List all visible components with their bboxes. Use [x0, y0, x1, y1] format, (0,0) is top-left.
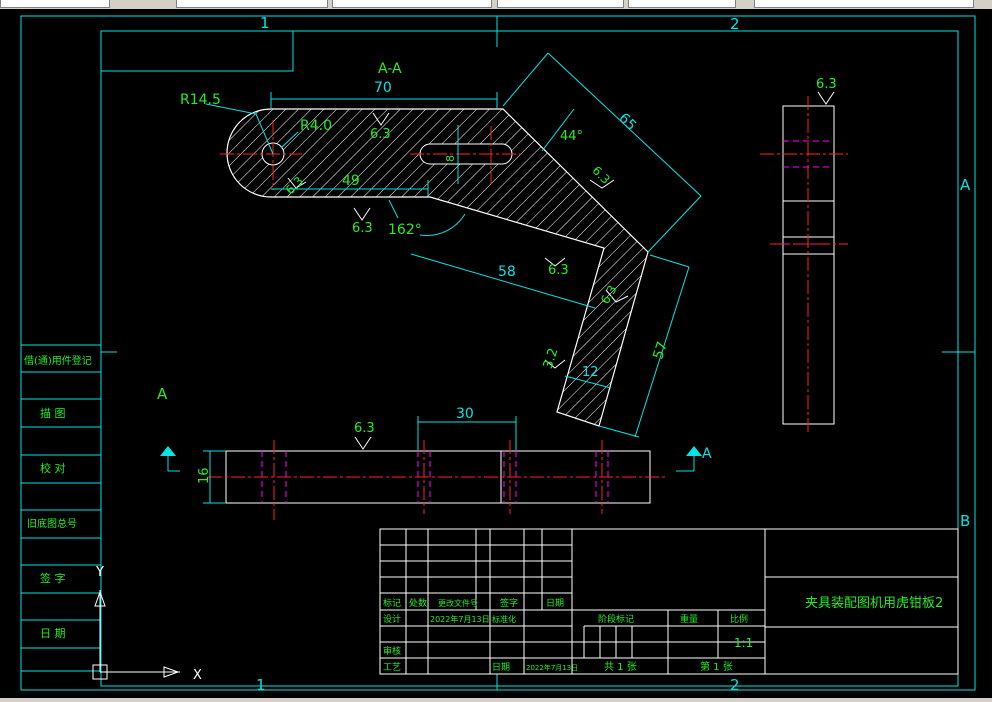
dim-12: 12 — [582, 365, 599, 380]
tb-r1-c5: 日期 — [546, 598, 564, 609]
strip-row-5: 签 字 — [40, 571, 66, 585]
bottom-view[interactable] — [160, 416, 702, 520]
zone-bottom-1: 1 — [256, 676, 266, 694]
tb-r1-c4: 签字 — [500, 597, 518, 609]
tb-stage-1: 阶段标记 — [598, 613, 634, 625]
ucs-x-label: X — [193, 668, 202, 683]
bottom-roughness: 6.3 — [354, 421, 375, 436]
drawing-tab-4[interactable] — [497, 0, 624, 8]
scale-value: 1:1 — [734, 636, 753, 650]
roughness-a: 6.3 — [370, 127, 391, 142]
status-bar — [0, 698, 992, 702]
tb-stage-3: 比例 — [730, 613, 748, 625]
tb-r4-c2: 日期 — [492, 662, 510, 673]
dim-r40: R4.0 — [300, 118, 332, 134]
side-view[interactable] — [760, 91, 848, 434]
strip-row-6: 日 期 — [40, 627, 66, 640]
drawing-tab-1[interactable] — [0, 0, 110, 8]
tb-r2-c3: 标准化 — [492, 614, 516, 624]
side-roughness: 6.3 — [816, 77, 837, 92]
tb-r1-c2: 处数 — [409, 597, 427, 609]
sheet-number: 第 1 张 — [700, 660, 733, 673]
tb-r1-c1: 标记 — [383, 597, 401, 609]
title-block — [379, 528, 959, 675]
zone-right-a: A — [960, 176, 971, 194]
tb-r2-c1: 设计 — [383, 613, 401, 625]
drawing-tab-3[interactable] — [332, 0, 492, 8]
tb-r3-c1: 审核 — [383, 645, 401, 657]
tb-r4-c3: 2022年7月13日 — [526, 663, 578, 672]
dim-65: 65 — [615, 110, 639, 134]
dim-58: 58 — [498, 264, 516, 280]
sheet-total: 共 1 张 — [604, 661, 637, 673]
roughness-c: 6.3 — [548, 263, 569, 278]
zone-top-1: 1 — [260, 14, 270, 32]
dim-r145: R14.5 — [180, 92, 221, 108]
roughness-symbols-main — [287, 112, 629, 369]
zone-right-b: B — [960, 512, 970, 530]
strip-row-1: 借(通)用件登记 — [24, 354, 92, 367]
ucs-y-label: Y — [95, 565, 104, 580]
tb-r2-c2: 2022年7月13日 — [430, 614, 490, 624]
dim-49: 49 — [342, 173, 360, 189]
section-mark-right: A — [702, 446, 712, 462]
main-section-view[interactable] — [205, 52, 702, 438]
section-mark-left: A — [157, 385, 168, 403]
part-section-hatched — [226, 108, 649, 427]
tb-r1-c3: 更改文件号 — [438, 598, 478, 608]
dim-8: 8 — [444, 155, 457, 162]
tb-stage-2: 重量 — [680, 613, 698, 625]
drawing-tab-2[interactable] — [176, 0, 328, 8]
dim-70: 70 — [374, 80, 392, 96]
centerlines-main — [220, 120, 525, 190]
dim-30: 30 — [456, 406, 474, 422]
zone-bottom-2: 2 — [730, 676, 740, 694]
strip-row-2: 描 图 — [40, 406, 66, 420]
zone-top-2: 2 — [730, 15, 740, 33]
cad-drawing-canvas[interactable]: 1 2 1 2 A B — [0, 9, 992, 698]
left-strip — [20, 344, 102, 672]
strip-row-4: 旧底图总号 — [27, 517, 77, 530]
dim-162: 162° — [388, 222, 422, 238]
tb-r4-c1: 工艺 — [383, 662, 401, 673]
dim-57: 57 — [650, 340, 671, 362]
roughness-32: 3.2 — [541, 346, 562, 370]
drawing-tab-6[interactable] — [754, 0, 974, 8]
dimension-lines-main — [205, 52, 702, 438]
strip-row-3: 校 对 — [40, 461, 66, 475]
ucs-icon — [92, 590, 180, 680]
roughness-b: 6.3 — [352, 221, 373, 236]
section-label: A-A — [378, 61, 402, 77]
dim-16: 16 — [197, 467, 212, 484]
part-name: 夹具装配图机用虎钳板2 — [805, 596, 943, 611]
drawing-tab-bar — [0, 0, 992, 9]
drawing-tab-5[interactable] — [628, 0, 736, 8]
dim-44: 44° — [560, 129, 583, 144]
